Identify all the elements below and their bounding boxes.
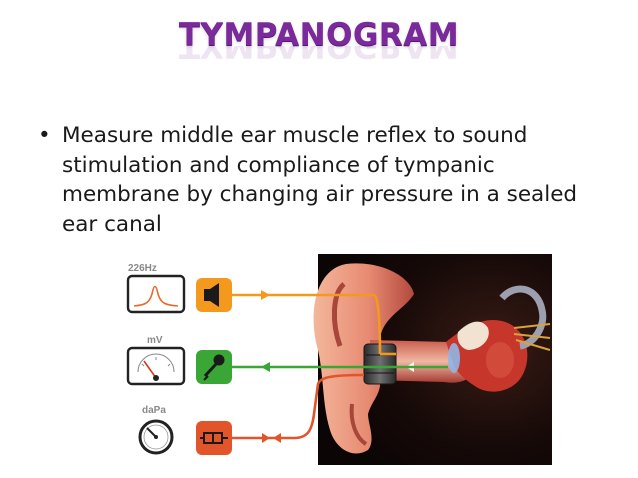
speaker-icon (196, 278, 232, 312)
tympanogram-display (126, 274, 186, 314)
gauge-icon (138, 419, 174, 455)
speaker-signal-line (232, 290, 396, 356)
ear-illustration (313, 254, 552, 465)
pump-signal-line (232, 373, 365, 443)
slide-title: TYMPANOGRAM (178, 17, 460, 53)
microphone-signal-line (232, 362, 448, 372)
frequency-label: 226Hz (128, 263, 157, 274)
bullet-symbol: • (38, 123, 51, 148)
bullet-text: Measure middle ear muscle reflex to soun… (62, 123, 578, 237)
slide-title-reflection: TYMPANOGRAM (178, 46, 460, 64)
microphone-icon (196, 350, 232, 384)
voltmeter-display (126, 346, 186, 386)
bullet-item: • Measure middle ear muscle reflex to so… (38, 121, 578, 239)
pump-icon (196, 421, 232, 455)
pressure-label: daPa (142, 405, 166, 416)
tympanometry-diagram: 226Hz mV (118, 254, 552, 465)
voltage-label: mV (147, 335, 163, 346)
